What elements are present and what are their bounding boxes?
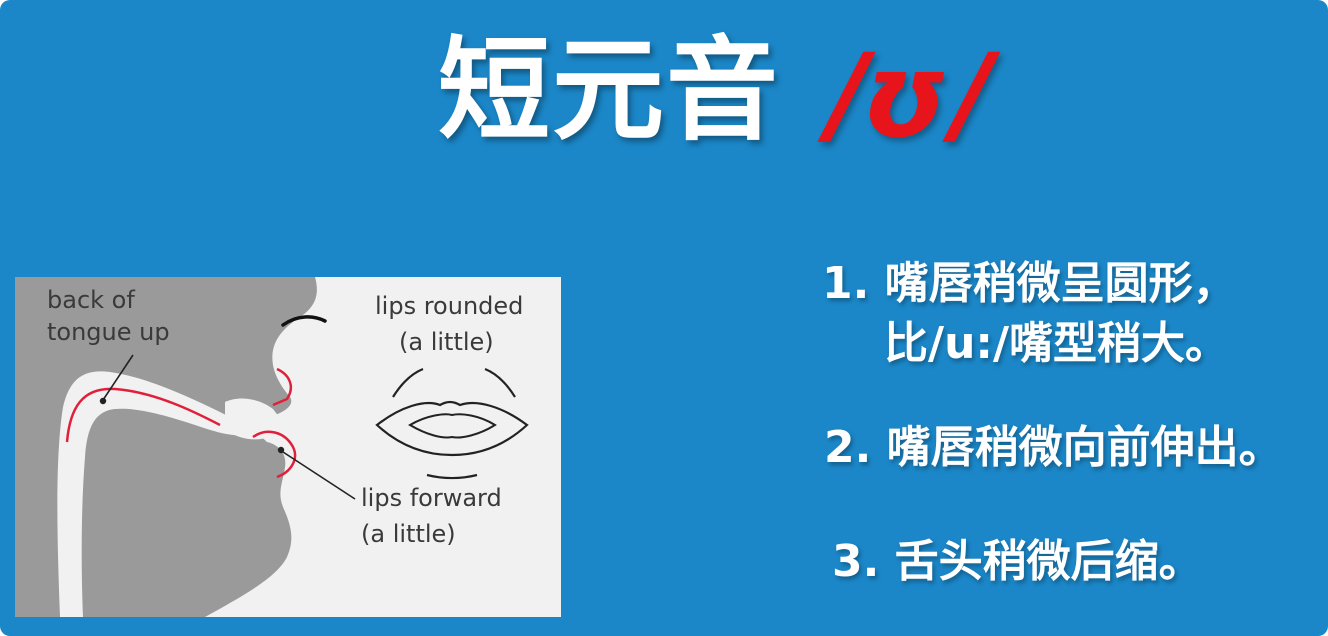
label-tongue-line1: back of	[47, 286, 135, 314]
step-1-line1: 1. 嘴唇稍微呈圆形，	[822, 258, 1237, 309]
label-lips-rounded-line2: (a little)	[399, 328, 494, 356]
label-lips-forward-line2: (a little)	[361, 520, 456, 548]
step-1-line2: 比/u:/嘴型稍大。	[884, 318, 1230, 369]
lip-gap	[225, 398, 283, 440]
lower-lip-contour	[252, 430, 297, 479]
lips-mouth-opening	[408, 413, 497, 439]
lips-top-arc-right	[484, 367, 516, 398]
step-3: 3. 舌头稍微后缩。	[832, 536, 1203, 587]
label-lips-rounded-line1: lips rounded	[375, 292, 524, 320]
label-lips-forward-line1: lips forward	[361, 484, 502, 512]
ipa-symbol: /ʊ/	[828, 30, 993, 158]
tongue-contour	[65, 387, 221, 443]
eyebrow-line	[281, 315, 327, 327]
upper-lip-contour	[272, 367, 293, 407]
lips-bottom-arc	[426, 473, 478, 480]
slide-title: 短元音	[438, 26, 780, 156]
face-profile-shape	[15, 277, 317, 617]
vocal-tract-channel	[57, 371, 262, 617]
mouth-diagram-graphic	[15, 277, 529, 617]
mouth-diagram: back of tongue up lips rounded (a little…	[15, 277, 561, 617]
lips-forward-pointer-dot	[277, 446, 285, 454]
tongue-pointer-line	[102, 354, 134, 401]
lips-top-arc-left	[392, 367, 424, 398]
lips-forward-pointer-line	[282, 451, 356, 500]
lips-outline	[375, 400, 529, 457]
step-2: 2. 嘴唇稍微向前伸出。	[824, 422, 1283, 473]
tongue-pointer-dot	[99, 397, 107, 405]
label-tongue-line2: tongue up	[47, 318, 170, 346]
